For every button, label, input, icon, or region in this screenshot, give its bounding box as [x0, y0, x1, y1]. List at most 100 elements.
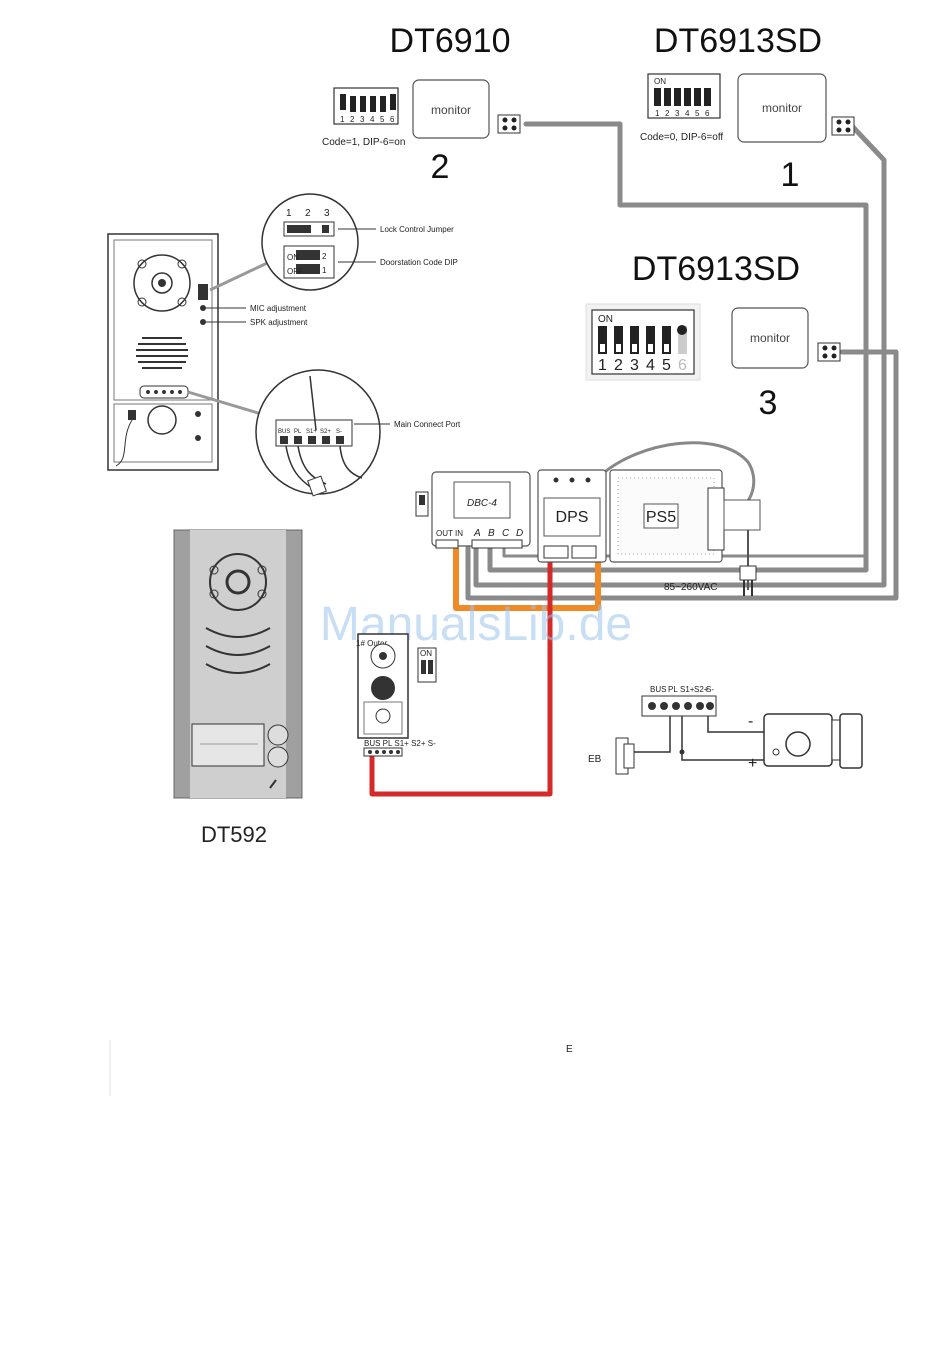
lock-plus: +: [748, 755, 757, 772]
terminal-monitor-3: [817, 342, 841, 362]
dip-number: 6: [678, 357, 687, 374]
terminal-monitor-1: [831, 116, 855, 136]
dip-number: 1: [340, 115, 345, 124]
lock-control-jumper-label: Lock Control Jumper: [380, 225, 454, 234]
second-door-station: 1# Outer ON BUS PL S1+ S2+ S-: [356, 633, 437, 757]
dip-on-label: ON: [654, 77, 666, 86]
monitor-1-label: monitor: [762, 101, 802, 115]
monitor-3-title: DT6913SD: [632, 250, 800, 288]
dip-off-label: OFF: [287, 267, 303, 276]
port-terminal-label: S1+: [306, 429, 317, 435]
call-button-back: [147, 405, 177, 435]
dip-number: 1: [655, 109, 660, 118]
dbc-label: DBC-4: [467, 498, 497, 509]
port-terminal-label: S2+: [320, 429, 331, 435]
call-button-2[interactable]: [267, 746, 289, 768]
dip-number: 3: [630, 357, 639, 374]
lock-terminal-label: PL: [668, 685, 678, 694]
station-terminal-label: BUS PL S1+ S2+ S-: [364, 739, 436, 748]
dip-number: 2: [614, 357, 623, 374]
doorstation-code-dip-label: Doorstation Code DIP: [380, 258, 458, 267]
monitor-2-label: monitor: [431, 103, 471, 117]
dip-number: 3: [360, 115, 365, 124]
port-magnifier: BUS PL S1+ S2+ S-: [255, 369, 381, 497]
main-connect-port-label: Main Connect Port: [394, 420, 461, 429]
lock-terminal-label: BUS: [650, 685, 666, 694]
port-c: C: [502, 528, 510, 539]
monitor-1-number: 1: [781, 156, 800, 194]
dip-number: 2: [350, 115, 355, 124]
red-cable: [369, 560, 553, 797]
dip-on-panel: [198, 284, 208, 300]
name-card: [191, 723, 265, 767]
port-terminal-label: PL: [294, 429, 302, 435]
mains-voltage-label: 85~260VAC: [664, 582, 717, 593]
camera-ring: [209, 553, 267, 611]
dt592-front-panel: [173, 529, 303, 799]
jumper-number: 2: [305, 208, 311, 219]
monitor-2-group: 1 2 3 4 5 6 Code=1, DIP-6=on monitor 2: [322, 79, 521, 186]
dip-switch-monitor-2: 1 2 3 4 5 6: [333, 87, 399, 125]
lock-minus: -: [748, 713, 753, 730]
port-terminal-label: BUS: [278, 429, 290, 435]
dip-number: 2: [665, 109, 670, 118]
dip-on-label: ON: [287, 253, 299, 262]
jumper-number: 3: [324, 208, 330, 219]
dip-number: 4: [685, 109, 690, 118]
orange-cable: [453, 548, 601, 611]
dip-number: 1: [598, 357, 607, 374]
monitor-3-number: 3: [759, 384, 778, 422]
exit-button-label: EB: [588, 754, 602, 765]
dip-number: 6: [390, 115, 395, 124]
lock-wiring: BUS PL S1+ S2+ S- - + EB: [588, 685, 863, 775]
electric-lock: [763, 713, 863, 769]
speaker-grille: [136, 337, 188, 369]
lock-terminal-label: S1+: [680, 685, 695, 694]
power-cord: [598, 441, 756, 512]
monitor-1-title: DT6913SD: [654, 22, 822, 60]
dip-number: 6: [705, 109, 710, 118]
lock-terminal-label: S2+: [694, 685, 709, 694]
station-label: 1# Outer: [356, 639, 387, 648]
jumper-magnifier: 1 2 3 2 1 ON OFF: [261, 193, 359, 291]
dip-switch-monitor-3: ON 1 2 3 4 5 6: [585, 303, 701, 381]
dip-one-label: 1: [322, 266, 327, 275]
monitor-2-title: DT6910: [390, 22, 511, 60]
port-d: D: [516, 528, 523, 539]
distributor-dbc4: DBC-4 OUT IN A B C D: [415, 471, 531, 549]
dt592-label: DT592: [201, 822, 267, 847]
monitor-1-box: [737, 73, 827, 143]
code-note-monitor-1: Code=0, DIP-6=off: [640, 132, 723, 143]
dip-number: 3: [675, 109, 680, 118]
dip-number: 4: [370, 115, 375, 124]
dip-switch-monitor-1: ON 1 2 3 4 5 6: [647, 73, 721, 119]
dip-number: 4: [646, 357, 655, 374]
call-button-1[interactable]: [267, 724, 289, 746]
dip-number: 5: [662, 357, 671, 374]
spk-adjustment-label: SPK adjustment: [250, 318, 308, 327]
dip-number: 5: [695, 109, 700, 118]
monitor-3-label: monitor: [750, 331, 790, 345]
mic-adjustment-label: MIC adjustment: [250, 304, 307, 313]
monitor-1-group: ON 1 2 3 4 5 6 Code=0, DIP-6=off monitor…: [640, 73, 855, 194]
mains-plug: [739, 565, 757, 596]
monitor-2-box: [412, 79, 490, 139]
dip-number: 5: [380, 115, 385, 124]
dps-module: DPS: [537, 469, 607, 563]
jumper-number: 1: [286, 208, 292, 219]
monitor-3-box: [731, 307, 809, 369]
gray-cables: [465, 121, 899, 601]
speaker: [371, 676, 395, 700]
terminal-monitor-2: [497, 114, 521, 134]
monitor-2-number: 2: [431, 148, 450, 186]
ps5-power-supply: PS5: [609, 469, 761, 563]
port-a: A: [473, 528, 481, 539]
outdoor-panel-back: [107, 233, 219, 471]
dps-label: DPS: [556, 509, 589, 526]
monitor-3-group: ON 1 2 3 4 5 6 monitor: [585, 303, 841, 422]
ps5-label: PS5: [646, 509, 676, 526]
speaker-slots: [205, 627, 271, 674]
out-in-label: OUT IN: [436, 529, 463, 538]
code-note-monitor-2: Code=1, DIP-6=on: [322, 137, 405, 148]
